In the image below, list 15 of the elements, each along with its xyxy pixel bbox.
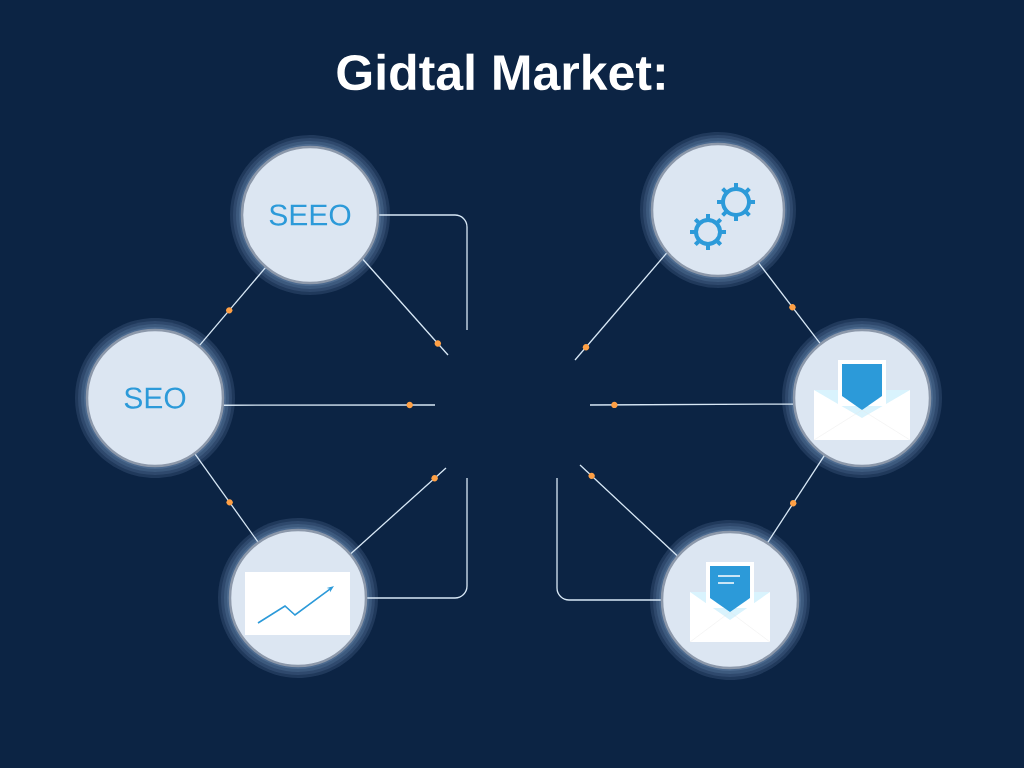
connector [223,404,436,406]
connector [194,453,259,543]
connector [350,467,447,555]
icon-circle [640,132,796,288]
connector [199,267,266,346]
connector [767,455,825,543]
connector [758,262,821,344]
connector [589,403,794,406]
connector [556,477,662,601]
connector [366,477,468,599]
connector [574,252,668,361]
title: Gidtal Market: [337,53,664,91]
connector [579,464,678,557]
connector [378,214,468,331]
connector [362,258,449,356]
